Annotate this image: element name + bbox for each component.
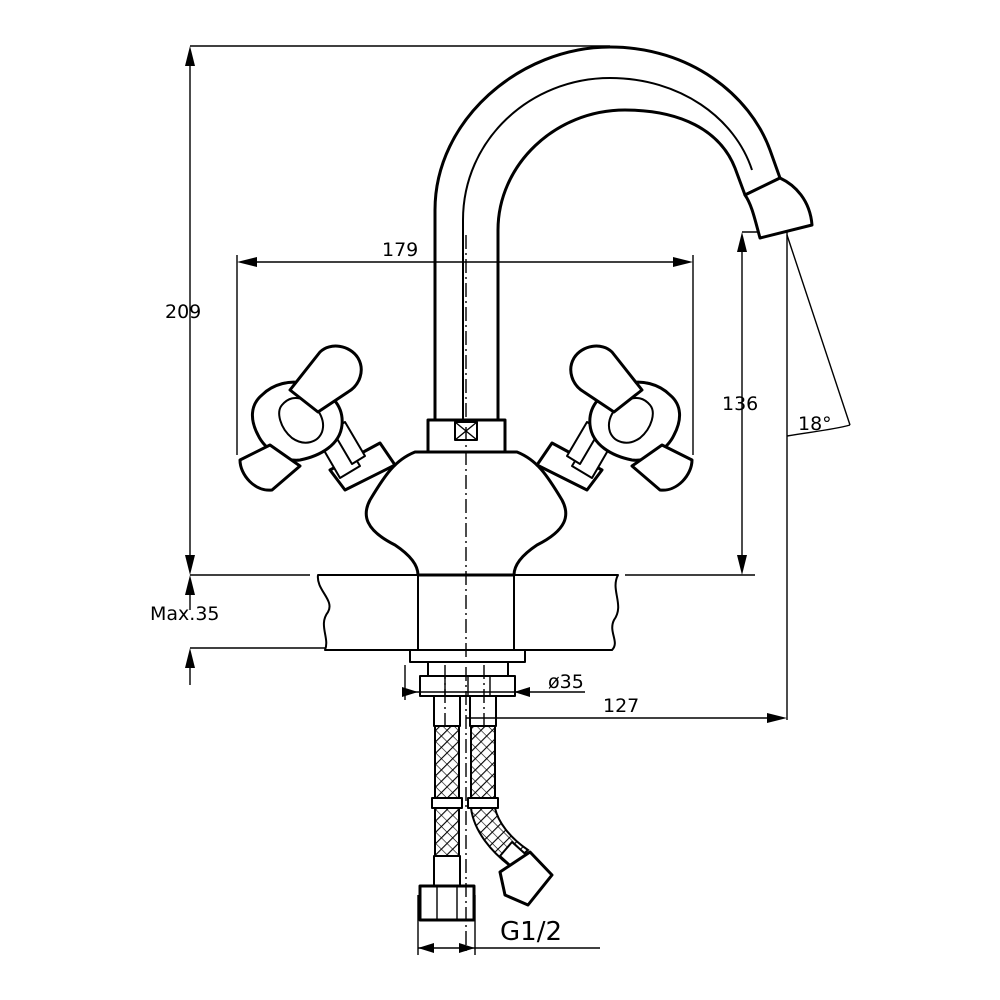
dim-spout-height: 136 [722,232,758,575]
left-handle [238,344,397,492]
dim-handle-span: 179 [237,239,693,267]
dim-label-136: 136 [722,393,758,415]
center-lines [444,235,485,955]
dim-spout-reach: 127 [466,695,787,723]
spout [426,45,814,454]
dim-connection-thread: G1/2 [418,917,600,953]
dim-label-179: 179 [382,239,418,261]
mounting-hardware [409,649,526,697]
dim-label-209: 209 [165,301,201,323]
dim-label-127: 127 [603,695,639,717]
dim-label-g12: G1/2 [500,917,562,947]
faucet-body [364,450,568,577]
connection-hoses [418,695,554,922]
dim-label-d35: ø35 [548,671,584,693]
dim-max-thickness: Max.35 [150,575,220,685]
dim-hole-diameter: ø35 [402,671,585,697]
countertop-section [316,574,620,651]
dim-spout-angle: 18° [786,234,851,437]
dim-label-max35: Max.35 [150,603,220,625]
dim-label-18deg: 18° [798,413,832,435]
right-handle [535,344,694,492]
dim-total-height: 209 [165,46,201,575]
